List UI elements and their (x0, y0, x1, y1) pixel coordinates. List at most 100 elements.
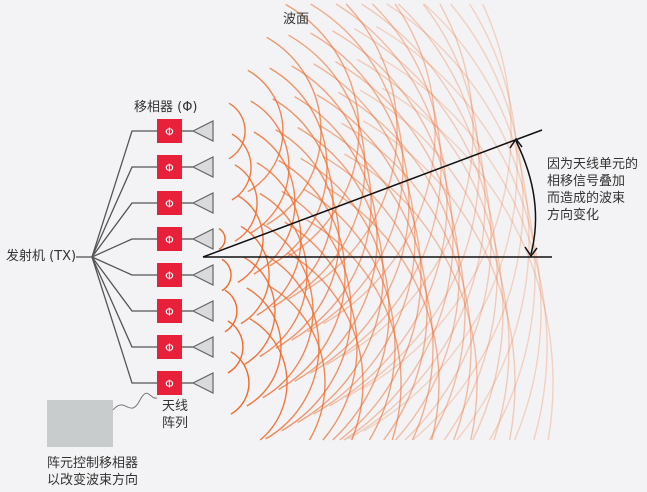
wave-arc (246, 287, 282, 407)
wave-arc (360, 3, 512, 391)
array-element: Φ (157, 191, 214, 215)
wave-arc (412, 3, 524, 441)
phi-symbol: Φ (165, 342, 174, 355)
wave-arc (307, 3, 404, 333)
arrowhead-bottom-icon (524, 246, 538, 258)
phi-symbol: Φ (165, 306, 174, 319)
array-element: Φ (157, 263, 214, 287)
arrowhead-top-icon (509, 137, 523, 149)
wave-arc (297, 126, 384, 424)
wave-arc (335, 60, 460, 441)
array-element: Φ (157, 299, 214, 323)
wave-arc (306, 219, 402, 441)
phase-shifter-box (157, 335, 182, 359)
wave-arc (228, 102, 246, 160)
wave-arc (281, 190, 352, 432)
antenna-icon (191, 228, 214, 250)
beam-direction-line (202, 129, 543, 258)
wave-arc (247, 69, 284, 193)
wave-arc (227, 320, 244, 374)
wave-arc (361, 3, 492, 441)
wave-arc (249, 318, 288, 441)
antenna-icon (191, 300, 214, 322)
wave-arc (221, 258, 232, 292)
feed-line (91, 256, 157, 276)
phase-shifter-box (157, 227, 182, 251)
wave-arc (294, 96, 378, 382)
wave-arc (304, 3, 398, 292)
antenna-icon (191, 156, 214, 178)
wave-arc (342, 3, 474, 358)
wave-arc (381, 87, 554, 441)
wave-arc (319, 124, 428, 441)
wave-arc (344, 153, 478, 441)
phi-symbol: Φ (165, 270, 174, 283)
wave-arc (288, 34, 366, 300)
wave-arc (347, 3, 486, 440)
array-element: Φ (157, 335, 214, 359)
feed-line (91, 256, 157, 384)
array-element: Φ (157, 227, 214, 251)
wave-arc (353, 28, 498, 441)
wave-arc (240, 225, 270, 325)
wave-arc (291, 65, 372, 341)
array-element: Φ (157, 155, 214, 179)
feed-line (91, 256, 157, 312)
phi-symbol: Φ (165, 198, 174, 211)
phi-symbol: Φ (165, 126, 174, 139)
phase-shifter-box (157, 299, 182, 323)
control-cable (112, 392, 158, 411)
controller-caption: 阵元控制移相器 以改变波束方向 (47, 456, 139, 488)
wave-arc (329, 3, 448, 407)
array-element: Φ (157, 119, 214, 143)
feed-line (91, 166, 157, 258)
phi-symbol: Φ (165, 378, 174, 391)
wave-arc (386, 3, 536, 441)
phase-shifter-label: 移相器 (Φ) (134, 100, 198, 115)
wavefront-label: 波面 (283, 12, 310, 27)
antenna-icon (191, 264, 214, 286)
wave-arc (284, 221, 358, 441)
antenna-icon (191, 336, 214, 358)
wave-arc (356, 58, 504, 441)
feed-lines (76, 130, 193, 384)
phase-shifter-box (157, 263, 182, 287)
array-element: Φ (157, 371, 214, 395)
wave-arc (325, 186, 440, 441)
phi-symbol: Φ (165, 162, 174, 175)
wave-arc (256, 162, 302, 316)
wave-arc (285, 3, 360, 259)
wave-arc (266, 36, 322, 226)
wave-arc (375, 25, 542, 441)
antenna-icon (191, 192, 214, 214)
wave-arc (243, 256, 276, 366)
controller-box (47, 400, 113, 447)
wave-arc (278, 159, 346, 391)
transmitter-label: 发射机 (TX) (6, 249, 77, 264)
phase-shifter-box (157, 191, 182, 215)
wave-arc (268, 285, 326, 441)
feed-line (91, 256, 157, 348)
array-elements: Φ Φ Φ Φ Φ Φ Φ Φ (157, 119, 214, 395)
antenna-icon (191, 372, 214, 394)
wave-arc (275, 129, 340, 349)
feed-line (91, 202, 157, 258)
wave-arc (218, 227, 226, 251)
antenna-array-label: 天线 阵列 (162, 399, 189, 431)
wavefronts (218, 3, 554, 441)
wave-arc (338, 91, 466, 441)
phi-symbol: Φ (165, 234, 174, 247)
phase-shifter-box (157, 119, 182, 143)
feed-line (91, 130, 157, 258)
phase-shifter-box (157, 155, 182, 179)
wave-arc (272, 98, 334, 308)
wave-arc (378, 56, 548, 441)
wave-arc (287, 252, 364, 441)
wave-arc (423, 3, 530, 441)
wave-arc (323, 3, 436, 325)
wave-arc (224, 289, 238, 333)
phase-shifter-box (157, 371, 182, 395)
beam-steering-caption: 因为天线单元的 相移信号叠加 而造成的波束 方向变化 (547, 157, 639, 223)
wave-arc (231, 133, 252, 201)
